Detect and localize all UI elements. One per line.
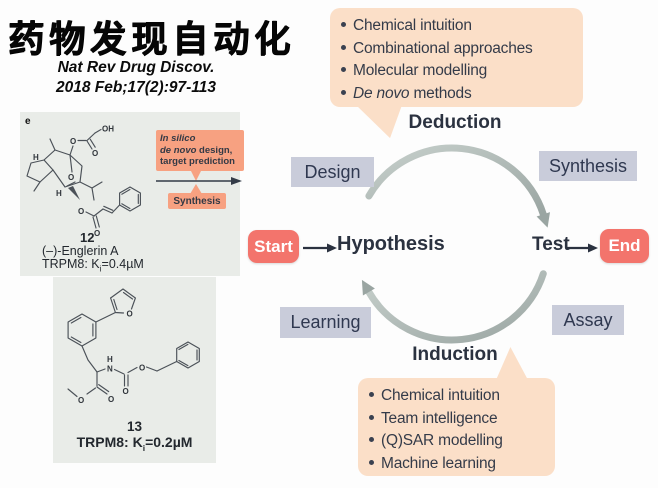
compound-13-number: 13: [126, 419, 143, 434]
start-to-hypothesis-arrow: [303, 243, 337, 253]
bullet-icon: [369, 437, 374, 442]
atom-label-ester-o-bottom: O: [78, 207, 84, 216]
deduction-item: De novo methods: [341, 83, 577, 106]
stage-box-design: Design: [291, 157, 374, 187]
bullet-icon: [369, 459, 374, 465]
atom-label-amide-h: H: [107, 355, 113, 364]
bullet-icon: [341, 89, 346, 95]
compound-12-activity: TRPM8: Ki=0.4µM: [42, 257, 144, 274]
stage-box-synthesis: Synthesis: [539, 151, 637, 181]
stage-box-assay: Assay: [552, 305, 624, 335]
panel-compound-13: [53, 277, 216, 463]
induction-bubble: Chemical intuition Team intelligence (Q)…: [358, 378, 555, 476]
induction-label: Induction: [412, 344, 498, 365]
compound-13-caption: 13 TRPM8: Ki=0.2µM: [53, 419, 216, 457]
induction-item: Machine learning: [369, 453, 549, 476]
test-label: Test: [532, 234, 570, 255]
deduction-bubble: Chemical intuition Combinational approac…: [330, 8, 583, 107]
atom-label-ester-carbonyl-o: O: [108, 395, 114, 404]
reaction-arrow: [156, 177, 242, 185]
page-title: 药物发现自动化: [8, 19, 296, 60]
deduction-item: Combinational approaches: [341, 38, 577, 61]
atom-label-h2: H: [56, 189, 62, 198]
cycle-arrowhead-left: [361, 279, 375, 296]
compound-13-activity: TRPM8: Ki=0.2µM: [76, 434, 193, 453]
bullet-icon: [369, 392, 374, 397]
atom-label-ester-o: O: [78, 396, 84, 405]
panel-letter: e: [25, 116, 31, 127]
insilico-note: In silico de novo design, target predict…: [156, 130, 244, 171]
deduction-label: Deduction: [408, 112, 502, 133]
atom-label-ester-o-top: O: [70, 137, 76, 146]
atom-label-bridge-o: O: [68, 173, 74, 182]
atom-label-h1: H: [33, 153, 39, 162]
atom-label-furan-o: O: [127, 310, 133, 319]
citation-issue: 2018 Feb;17(2):97-113: [56, 79, 216, 96]
compound-12-name: (–)-Englerin A: [42, 243, 119, 258]
atom-label-oh: OH: [102, 125, 114, 134]
compound-12-caption: 12 (–)-Englerin A TRPM8: Ki=0.4µM: [42, 231, 172, 276]
atom-label-carbonyl-o-top: O: [92, 149, 98, 158]
synthesis-note-tail: [190, 184, 202, 194]
test-to-end-arrow: [566, 243, 598, 253]
compound-12-number: 12: [80, 230, 95, 245]
induction-item: (Q)SAR modelling: [369, 430, 549, 453]
bullet-icon: [341, 67, 346, 72]
start-badge: Start: [248, 230, 299, 263]
hypothesis-label: Hypothesis: [337, 233, 445, 255]
citation-journal: Nat Rev Drug Discov.: [57, 59, 215, 76]
deduction-item: Molecular modelling: [341, 60, 577, 83]
induction-item: Chemical intuition: [369, 385, 549, 408]
end-badge: End: [600, 229, 649, 263]
stage-box-learning: Learning: [280, 307, 371, 338]
bullet-icon: [341, 44, 346, 50]
induction-item: Team intelligence: [369, 408, 549, 431]
atom-label-carbamate-o: O: [139, 364, 145, 373]
synthesis-note: Synthesis: [168, 193, 226, 209]
deduction-item: Chemical intuition: [341, 15, 577, 38]
atom-label-carbamate-carbonyl-o: O: [123, 387, 129, 396]
structure-13-drawing: O H N O O O O: [67, 288, 200, 405]
bullet-icon: [341, 22, 346, 27]
atom-label-carbonyl-o-bottom: O: [94, 229, 100, 238]
cycle-arrowhead-right: [536, 212, 550, 228]
bullet-icon: [369, 414, 374, 420]
structure-12-drawing: O H H O O OH O O: [26, 125, 141, 238]
citation: Nat Rev Drug Discov. 2018 Feb;17(2):97-1…: [12, 58, 260, 98]
cycle-circle-arrows: [361, 144, 550, 344]
atom-label-amide-n: N: [107, 365, 113, 374]
